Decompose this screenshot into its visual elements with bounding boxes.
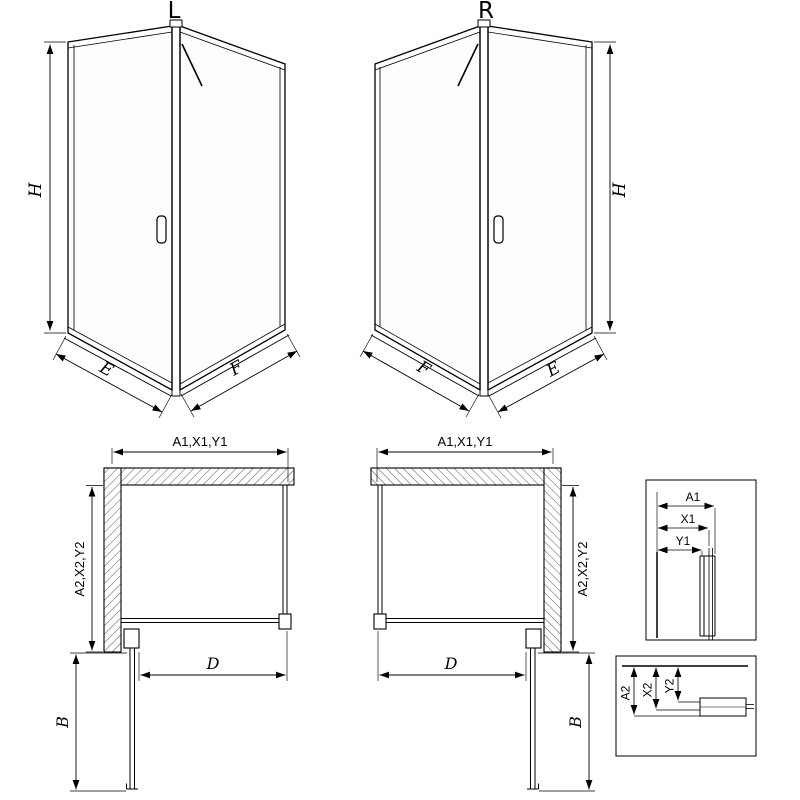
dim-label-height-left: H bbox=[26, 181, 46, 198]
dim-label-width-plan-right: A1,X1,Y1 bbox=[438, 434, 493, 449]
plan-view-left: A1,X1,Y1 A2,X2,Y2 D B bbox=[53, 434, 294, 791]
plan-geometry-left bbox=[70, 448, 294, 791]
dim-label-door-plan-left: B bbox=[53, 716, 72, 729]
variant-label-left: L bbox=[168, 0, 181, 24]
view-3d-left: L H E F bbox=[26, 0, 300, 418]
dim-label-a1-detail: A1 bbox=[686, 490, 701, 504]
plan-view-right: A1,X1,Y1 A2,X2,Y2 D B bbox=[371, 434, 595, 791]
dim-label-opening-plan-left: D bbox=[206, 654, 220, 673]
dim-label-x1-detail: X1 bbox=[681, 512, 696, 526]
dim-label-door-edge-right: E bbox=[542, 358, 564, 382]
dim-label-depth-plan-right: A2,X2,Y2 bbox=[575, 542, 590, 597]
dim-label-y2-detail: Y2 bbox=[663, 678, 677, 693]
dim-label-y1-detail: Y1 bbox=[676, 534, 691, 548]
detail-view-top: A1 X1 Y1 bbox=[645, 479, 757, 641]
dim-label-opening-plan-right: D bbox=[444, 654, 458, 673]
dim-label-a2-detail: A2 bbox=[619, 685, 633, 700]
dim-label-height-right: H bbox=[610, 181, 630, 198]
view-3d-right: R H F E bbox=[360, 0, 630, 418]
dim-label-depth-plan-left: A2,X2,Y2 bbox=[72, 542, 87, 597]
detail-top-border bbox=[645, 479, 757, 641]
dim-label-door-edge-left: E bbox=[95, 357, 117, 381]
enclosure-3d-geometry-right bbox=[360, 20, 616, 418]
variant-label-right: R bbox=[478, 0, 494, 24]
dim-label-width-plan-left: A1,X1,Y1 bbox=[173, 434, 228, 449]
enclosure-3d-geometry-left bbox=[44, 20, 300, 418]
dim-label-door-plan-right: B bbox=[566, 716, 585, 729]
detail-view-bottom: A2 X2 Y2 bbox=[615, 655, 757, 757]
dim-label-x2-detail: X2 bbox=[641, 682, 655, 697]
plan-geometry-right bbox=[371, 448, 595, 791]
